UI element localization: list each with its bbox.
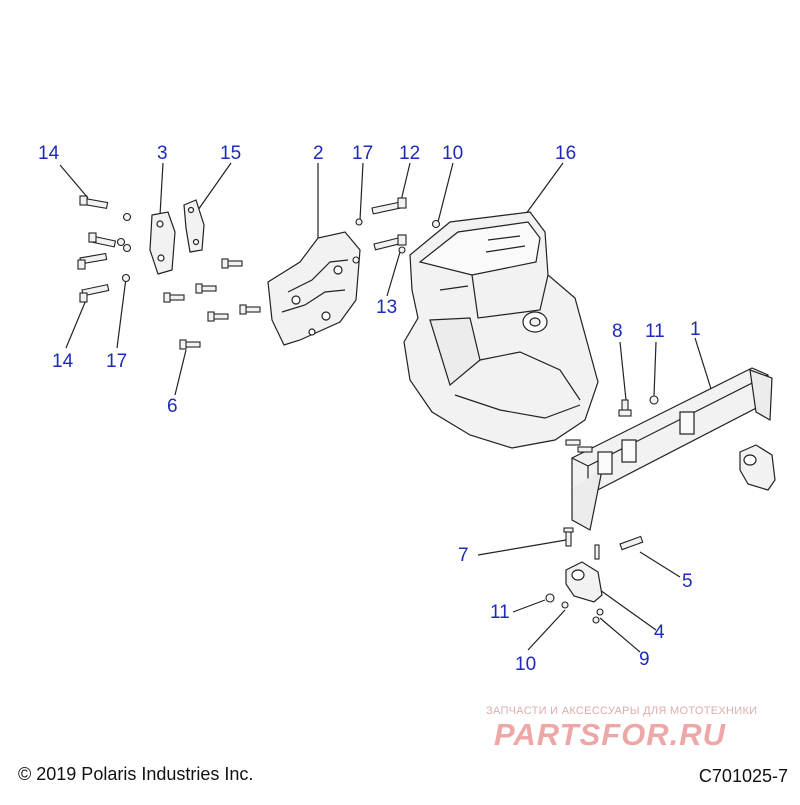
- callout-14-lower[interactable]: 14: [52, 351, 74, 372]
- washer-3: [122, 243, 132, 253]
- washer-mid: [352, 256, 360, 264]
- bolt-b: [195, 283, 217, 294]
- bolt-mid-left: [77, 252, 108, 270]
- callout-15[interactable]: 15: [220, 143, 242, 164]
- bolt-small-center: [594, 544, 600, 560]
- callout-16[interactable]: 16: [555, 143, 577, 164]
- bolt-14-lower: [79, 283, 110, 303]
- engine-mount-bracket-3: [149, 211, 176, 275]
- bolt-6: [179, 339, 201, 350]
- callout-6[interactable]: 6: [167, 396, 178, 417]
- bolt-d: [207, 311, 229, 322]
- drawing-code: C701025-7: [698, 766, 788, 786]
- washer-1: [122, 212, 132, 222]
- callout-1[interactable]: 1: [690, 319, 701, 340]
- fasteners: [77, 195, 659, 624]
- callout-2[interactable]: 2: [313, 143, 324, 164]
- engine-mount-4: [565, 561, 603, 603]
- callout-13[interactable]: 13: [376, 297, 398, 318]
- bolt-e: [239, 304, 261, 315]
- washer-2: [116, 237, 126, 247]
- callout-17-lower[interactable]: 17: [106, 351, 128, 372]
- callout-4[interactable]: 4: [654, 622, 665, 643]
- washer-9: [596, 608, 604, 616]
- watermark-logo: PARTSFOR.RU: [494, 717, 727, 752]
- leader-lines: [59, 162, 713, 653]
- engine-assembly-16: [403, 211, 599, 449]
- watermark-tagline: ЗАПЧАСТИ И АКСЕССУАРЫ ДЛЯ МОТОТЕХНИКИ: [486, 705, 758, 717]
- copyright-text: © 2019 Polaris Industries Inc.: [18, 764, 254, 784]
- callout-17-upper[interactable]: 17: [352, 143, 374, 164]
- bolt-7: [563, 527, 574, 547]
- washer-17-lower: [121, 273, 131, 283]
- nut-10-lower: [561, 601, 569, 609]
- bolt-8: [618, 399, 632, 417]
- callout-10-lower[interactable]: 10: [515, 654, 537, 675]
- callout-3[interactable]: 3: [157, 143, 168, 164]
- bolt-14-upper: [79, 195, 109, 210]
- callout-14-upper[interactable]: 14: [38, 143, 60, 164]
- bolt-upper-left: [88, 232, 117, 248]
- nut-10-upper: [431, 219, 441, 229]
- callout-11-upper[interactable]: 11: [645, 321, 665, 342]
- washer-13: [398, 246, 406, 254]
- link-bracket-15: [183, 199, 205, 253]
- bolt-frame-a: [565, 439, 581, 446]
- callout-10-upper[interactable]: 10: [442, 143, 464, 164]
- bolt-a: [221, 258, 243, 269]
- watermark: ЗАПЧАСТИ И АКСЕССУАРЫ ДЛЯ МОТОТЕХНИКИ PA…: [486, 705, 786, 755]
- bolt-5: [619, 535, 644, 551]
- washer-17-upper: [355, 218, 363, 226]
- nut-11-lower: [545, 593, 555, 603]
- nut-11-upper: [649, 395, 659, 405]
- callout-8[interactable]: 8: [612, 321, 623, 342]
- engine-mount-right: [739, 444, 776, 491]
- callout-5[interactable]: 5: [682, 571, 693, 592]
- bolt-frame-b: [577, 446, 593, 453]
- nut-9: [592, 616, 600, 624]
- bolt-13: [373, 234, 407, 251]
- bolt-12: [371, 197, 407, 215]
- frame-crossmember-1: [571, 367, 773, 531]
- callout-11-lower[interactable]: 11: [490, 602, 510, 623]
- callout-12[interactable]: 12: [399, 143, 421, 164]
- callout-7[interactable]: 7: [458, 545, 469, 566]
- engine-mount-bracket-2: [267, 231, 361, 346]
- bolt-c: [163, 292, 185, 303]
- callout-9[interactable]: 9: [639, 649, 650, 670]
